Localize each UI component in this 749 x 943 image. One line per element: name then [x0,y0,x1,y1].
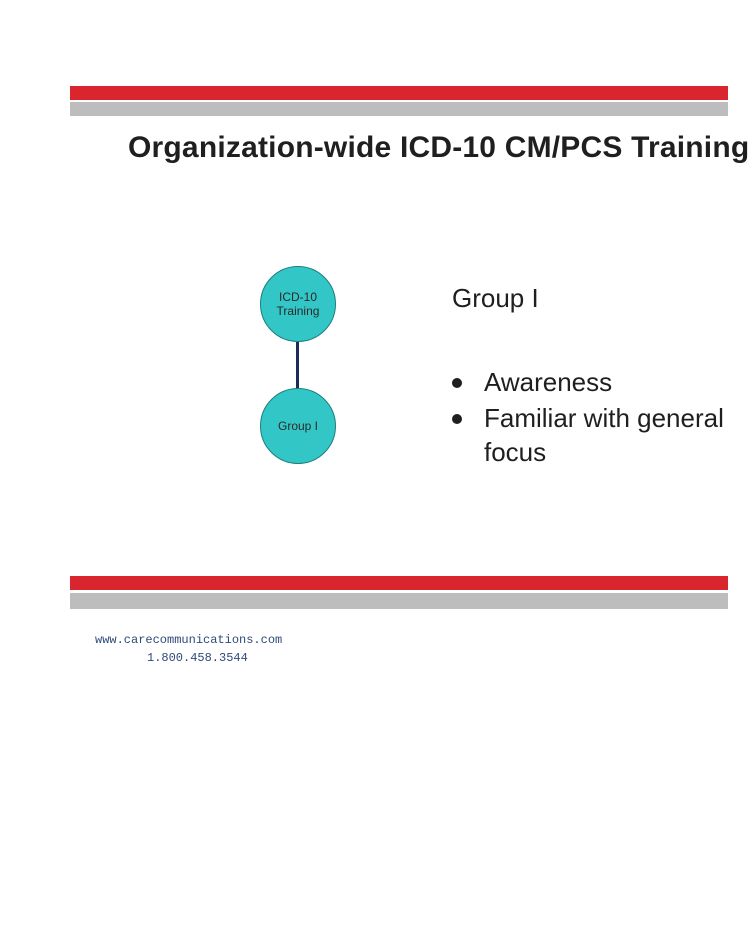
diagram-node-label: Group I [277,419,319,433]
bullet-item: Awareness [452,365,724,399]
bottom-red-stripe [70,576,728,590]
top-red-stripe [70,86,728,100]
diagram-node-icd10-training: ICD-10 Training [260,266,336,342]
bullet-list: Awareness Familiar with general focus [452,365,724,471]
diagram-node-group-i: Group I [260,388,336,464]
group-heading: Group I [452,283,539,313]
top-gray-stripe [70,102,728,116]
slide-title: Organization-wide ICD-10 CM/PCS Training [128,131,749,164]
footer-website: www.carecommunications.com [95,633,283,647]
diagram-connector [296,342,299,390]
bullet-text: Familiar with general [484,403,724,433]
bottom-gray-stripe [70,593,728,609]
bullet-dot-icon [452,378,462,388]
diagram-node-label: ICD-10 Training [276,290,320,318]
footer-contact: www.carecommunications.com 1.800.458.354… [95,631,282,667]
bullet-text-continued: focus [484,437,547,467]
bullet-dot-icon [452,414,462,424]
bullet-item: Familiar with general focus [452,401,724,469]
footer-phone: 1.800.458.3544 [147,651,248,665]
bullet-text: Awareness [484,367,613,397]
